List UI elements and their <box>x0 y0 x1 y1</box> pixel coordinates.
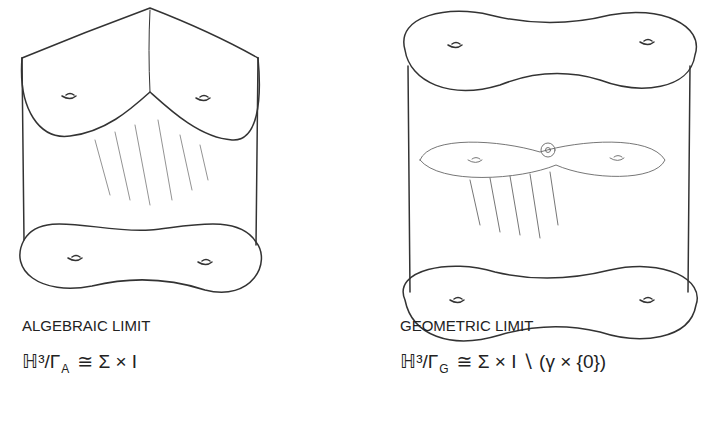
middle-surface <box>420 142 665 238</box>
handle <box>640 40 654 45</box>
handle <box>448 43 462 48</box>
formula-text: ℍ³/Γ <box>22 352 60 373</box>
formula-text: ≅ Σ × I <box>77 352 137 373</box>
caption-text: ALGEBRAIC LIMIT <box>22 318 150 335</box>
side-line <box>408 66 410 292</box>
side-line <box>256 58 258 245</box>
handle <box>68 256 82 261</box>
caption-text: GEOMETRIC LIMIT <box>400 318 533 335</box>
top-surface <box>22 58 260 140</box>
top-surface <box>404 11 697 90</box>
handle <box>198 260 212 265</box>
side-line <box>688 66 690 292</box>
cusp-line <box>149 10 150 92</box>
formula-text: ≅ Σ × I ∖ (γ × {0}) <box>457 352 607 373</box>
subscript-text: G <box>439 363 448 376</box>
side-line <box>22 58 24 240</box>
formula-text: ℍ³/Γ <box>400 352 438 373</box>
handle <box>62 94 76 99</box>
cusp-edge <box>22 8 258 58</box>
handle <box>196 96 210 101</box>
bottom-surface <box>20 224 262 292</box>
hatching <box>95 120 208 205</box>
handle <box>640 298 654 303</box>
subscript-text: A <box>61 363 69 376</box>
handle <box>450 298 464 303</box>
